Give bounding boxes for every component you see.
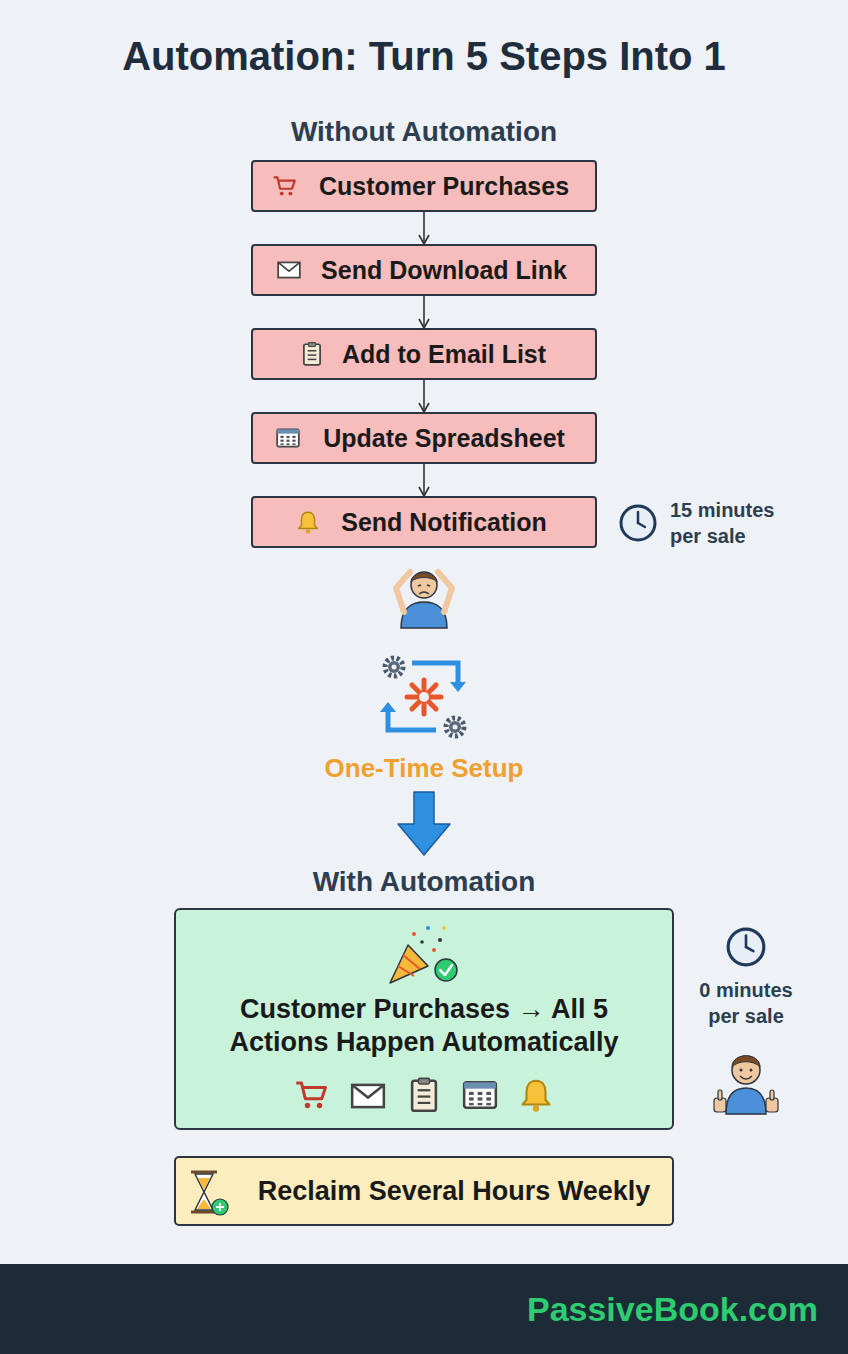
happy-person-part	[726, 1088, 766, 1114]
stressed-person-part	[418, 585, 421, 586]
stressed-person-part	[438, 572, 452, 612]
gears-icon-part	[453, 725, 458, 730]
happy-person-part	[740, 1069, 743, 1072]
stressed-person-part	[427, 585, 430, 586]
clock-icon	[621, 506, 655, 540]
gears-icon-part	[449, 721, 461, 733]
happy-person-part	[714, 1098, 726, 1112]
gears-icon-part-part	[422, 680, 427, 714]
stressed-person	[396, 572, 452, 628]
process-box: Update Spreadsheet	[251, 412, 597, 464]
node-text: Add to Email List	[342, 340, 546, 369]
gears-icon	[380, 658, 466, 736]
gears-icon-part-part	[407, 695, 441, 700]
stressed-person-part	[396, 572, 410, 612]
node-text: Update Spreadsheet	[323, 424, 565, 453]
happy-person-part	[770, 1090, 774, 1100]
process-box: Add to Email List	[251, 328, 597, 380]
flow-arrow	[423, 380, 425, 412]
node-text: PassiveBook.com	[527, 1290, 818, 1329]
stressed-person-part	[419, 592, 429, 594]
flow-arrow	[423, 464, 425, 496]
gears-icon-part	[412, 663, 458, 684]
node-text: Customer Purchases	[319, 172, 569, 201]
setup-label: One-Time Setup	[0, 751, 848, 785]
flow-arrow	[423, 212, 425, 244]
gears-icon-part	[419, 692, 429, 702]
time-note: 0 minutes per sale	[686, 977, 806, 1029]
stressed-person-part	[411, 572, 437, 598]
happy-person-part	[732, 1056, 760, 1084]
gears-icon-part	[388, 661, 400, 673]
flow-arrow	[423, 296, 425, 328]
gears-icon-part	[385, 658, 403, 676]
gears-icon-part	[407, 680, 441, 714]
gears-icon-part-part	[412, 685, 436, 709]
section-heading: Without Automation	[0, 114, 848, 150]
node-text: Customer Purchases → All 5 Actions Happe…	[189, 993, 659, 1059]
happy-person-part	[718, 1090, 722, 1100]
node-text: Send Notification	[341, 508, 547, 537]
clock-icon	[728, 929, 764, 965]
happy-person-part	[766, 1098, 778, 1112]
happy-person	[714, 1056, 778, 1114]
stressed-person-part	[401, 602, 447, 628]
benefit-box: Reclaim Several Hours Weekly	[174, 1156, 674, 1226]
process-box: Send Notification	[251, 496, 597, 548]
gears-icon-part	[388, 710, 436, 730]
happy-person-part	[750, 1069, 753, 1072]
process-box: Customer Purchases	[251, 160, 597, 212]
node-text: Reclaim Several Hours Weekly	[258, 1176, 651, 1207]
process-box: Send Download Link	[251, 244, 597, 296]
gears-icon-part-part	[412, 685, 436, 709]
gears-icon-part	[450, 682, 466, 692]
section-heading: With Automation	[0, 864, 848, 900]
big-down-arrow-part	[398, 792, 450, 855]
stressed-person-part	[411, 573, 437, 582]
diagram-title: Automation: Turn 5 Steps Into 1	[0, 34, 848, 79]
automation-box: Customer Purchases → All 5 Actions Happe…	[174, 908, 674, 1130]
gears-icon-part	[446, 718, 464, 736]
gears-icon-part	[392, 665, 397, 670]
happy-person-part	[732, 1056, 760, 1067]
big-down-arrow	[398, 792, 450, 855]
node-text: Send Download Link	[321, 256, 567, 285]
time-note: 15 minutes per sale	[670, 497, 800, 549]
gears-icon-part	[380, 702, 396, 712]
footer-band: PassiveBook.com	[0, 1264, 848, 1354]
happy-person-part	[740, 1076, 752, 1079]
